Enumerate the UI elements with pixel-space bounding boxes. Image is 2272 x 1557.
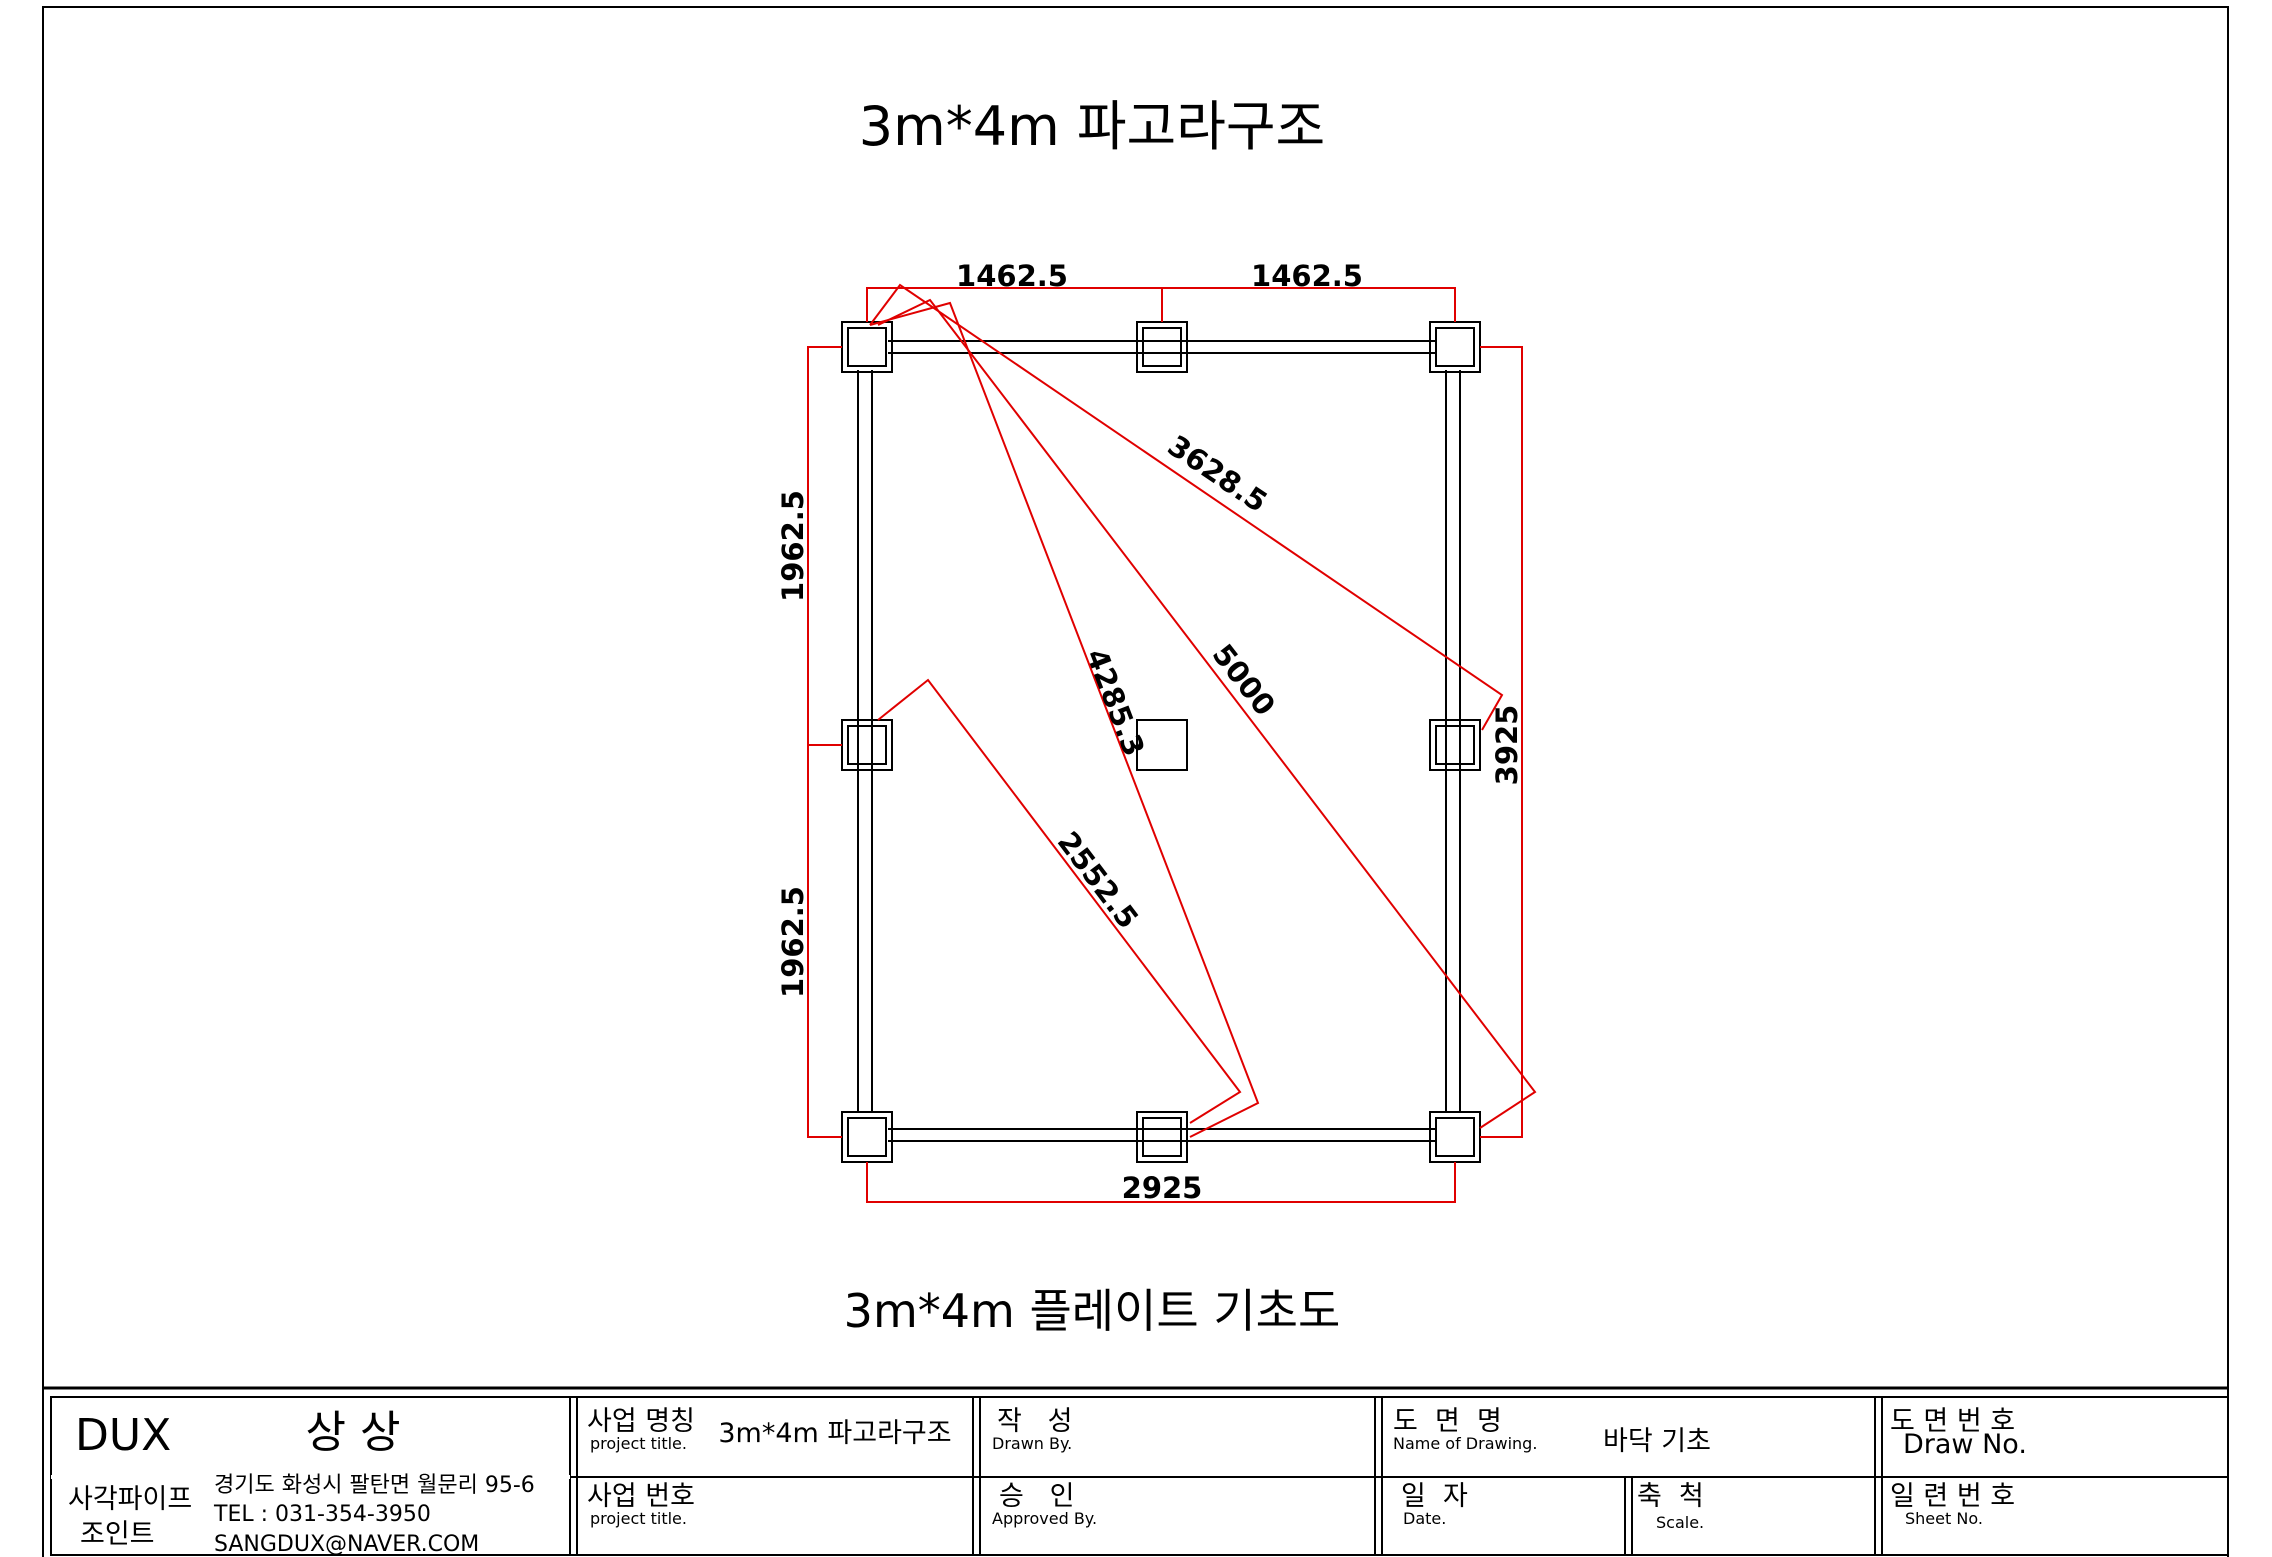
dim-diagonal-5000 bbox=[877, 298, 1537, 1129]
dim-label-left-lower: 1962.5 bbox=[776, 886, 810, 998]
plate-structure bbox=[841, 321, 1481, 1163]
company-logo: DUX bbox=[75, 1410, 171, 1461]
drawing-subtitle: 3m*4m 플레이트 기초도 bbox=[844, 1284, 1341, 1338]
beam-left bbox=[857, 370, 873, 1112]
drawn-by-sub: Drawn By. bbox=[992, 1434, 1072, 1453]
base-plate-center bbox=[1136, 719, 1188, 771]
company-desc-1: 사각파이프 bbox=[68, 1484, 192, 1515]
dim-diagonal-4285 bbox=[869, 301, 1260, 1138]
dimension-lines bbox=[807, 283, 1537, 1203]
project-no-label: 사업 번호 bbox=[587, 1481, 695, 1512]
dim-label-diag-4285: 4285.3 bbox=[1079, 644, 1151, 761]
draw-no-sub: Draw No. bbox=[1903, 1429, 2027, 1460]
company-address: 경기도 화성시 팔탄면 월문리 95-6 bbox=[214, 1473, 535, 1498]
drawn-by-label: 작 성 bbox=[997, 1406, 1072, 1437]
drawing-title: 3m*4m 파고라구조 bbox=[859, 95, 1325, 158]
base-plate-bottom-right bbox=[1429, 1111, 1481, 1163]
draw-no-label: 도 면 번 호 bbox=[1890, 1406, 2015, 1437]
project-no-sub: project title. bbox=[590, 1509, 687, 1528]
base-plate-top-left bbox=[841, 321, 893, 373]
drawing-name-value: 바닥 기초 bbox=[1603, 1426, 1711, 1457]
beam-bottom bbox=[888, 1128, 1435, 1142]
dim-line-bottom bbox=[866, 1162, 1456, 1203]
dim-label-right: 3925 bbox=[1490, 705, 1524, 786]
date-sub: Date. bbox=[1403, 1509, 1446, 1528]
project-name-value: 3m*4m 파고라구조 bbox=[718, 1418, 951, 1449]
beam-right bbox=[1445, 370, 1461, 1112]
base-plate-top-right bbox=[1429, 321, 1481, 373]
base-plate-top-middle bbox=[1136, 321, 1188, 373]
approved-by-label: 승 인 bbox=[999, 1481, 1074, 1512]
dim-diagonal-2552 bbox=[877, 678, 1242, 1124]
base-plate-mid-right bbox=[1429, 719, 1481, 771]
beam-top bbox=[888, 340, 1435, 354]
dim-line-left bbox=[807, 346, 842, 1138]
title-block bbox=[43, 1386, 2229, 1556]
dim-line-right bbox=[1480, 346, 1523, 1138]
dim-label-left-upper: 1962.5 bbox=[776, 490, 810, 602]
base-plate-bottom-middle bbox=[1136, 1111, 1188, 1163]
base-plate-mid-left bbox=[841, 719, 893, 771]
project-name-sub: project title. bbox=[590, 1434, 687, 1453]
dim-label-top-left: 1462.5 bbox=[956, 259, 1068, 293]
company-korean-name: 상 상 bbox=[306, 1407, 401, 1458]
drawing-name-sub: Name of Drawing. bbox=[1393, 1434, 1537, 1453]
approved-by-sub: Approved By. bbox=[992, 1509, 1097, 1528]
sheet-border bbox=[42, 6, 2229, 1557]
company-tel: TEL : 031-354-3950 bbox=[213, 1502, 431, 1527]
drawing-name-label: 도 면 명 bbox=[1393, 1406, 1502, 1437]
sheet-no-label: 일 련 번 호 bbox=[1890, 1481, 2015, 1512]
dim-label-top-right: 1462.5 bbox=[1251, 259, 1363, 293]
base-plate-bottom-left bbox=[841, 1111, 893, 1163]
dim-diagonal-3628 bbox=[869, 283, 1504, 731]
scale-sub: Scale. bbox=[1656, 1513, 1704, 1532]
scale-label: 축 척 bbox=[1637, 1481, 1704, 1512]
dim-label-bottom: 2925 bbox=[1122, 1171, 1203, 1205]
date-label: 일 자 bbox=[1401, 1481, 1468, 1512]
dim-label-diag-2552: 2552.5 bbox=[1051, 825, 1146, 935]
sheet-no-sub: Sheet No. bbox=[1905, 1509, 1983, 1528]
company-desc-2: 조인트 bbox=[80, 1519, 155, 1550]
company-email: SANGDUX@NAVER.COM bbox=[214, 1532, 479, 1557]
project-name-label: 사업 명칭 bbox=[587, 1406, 695, 1437]
